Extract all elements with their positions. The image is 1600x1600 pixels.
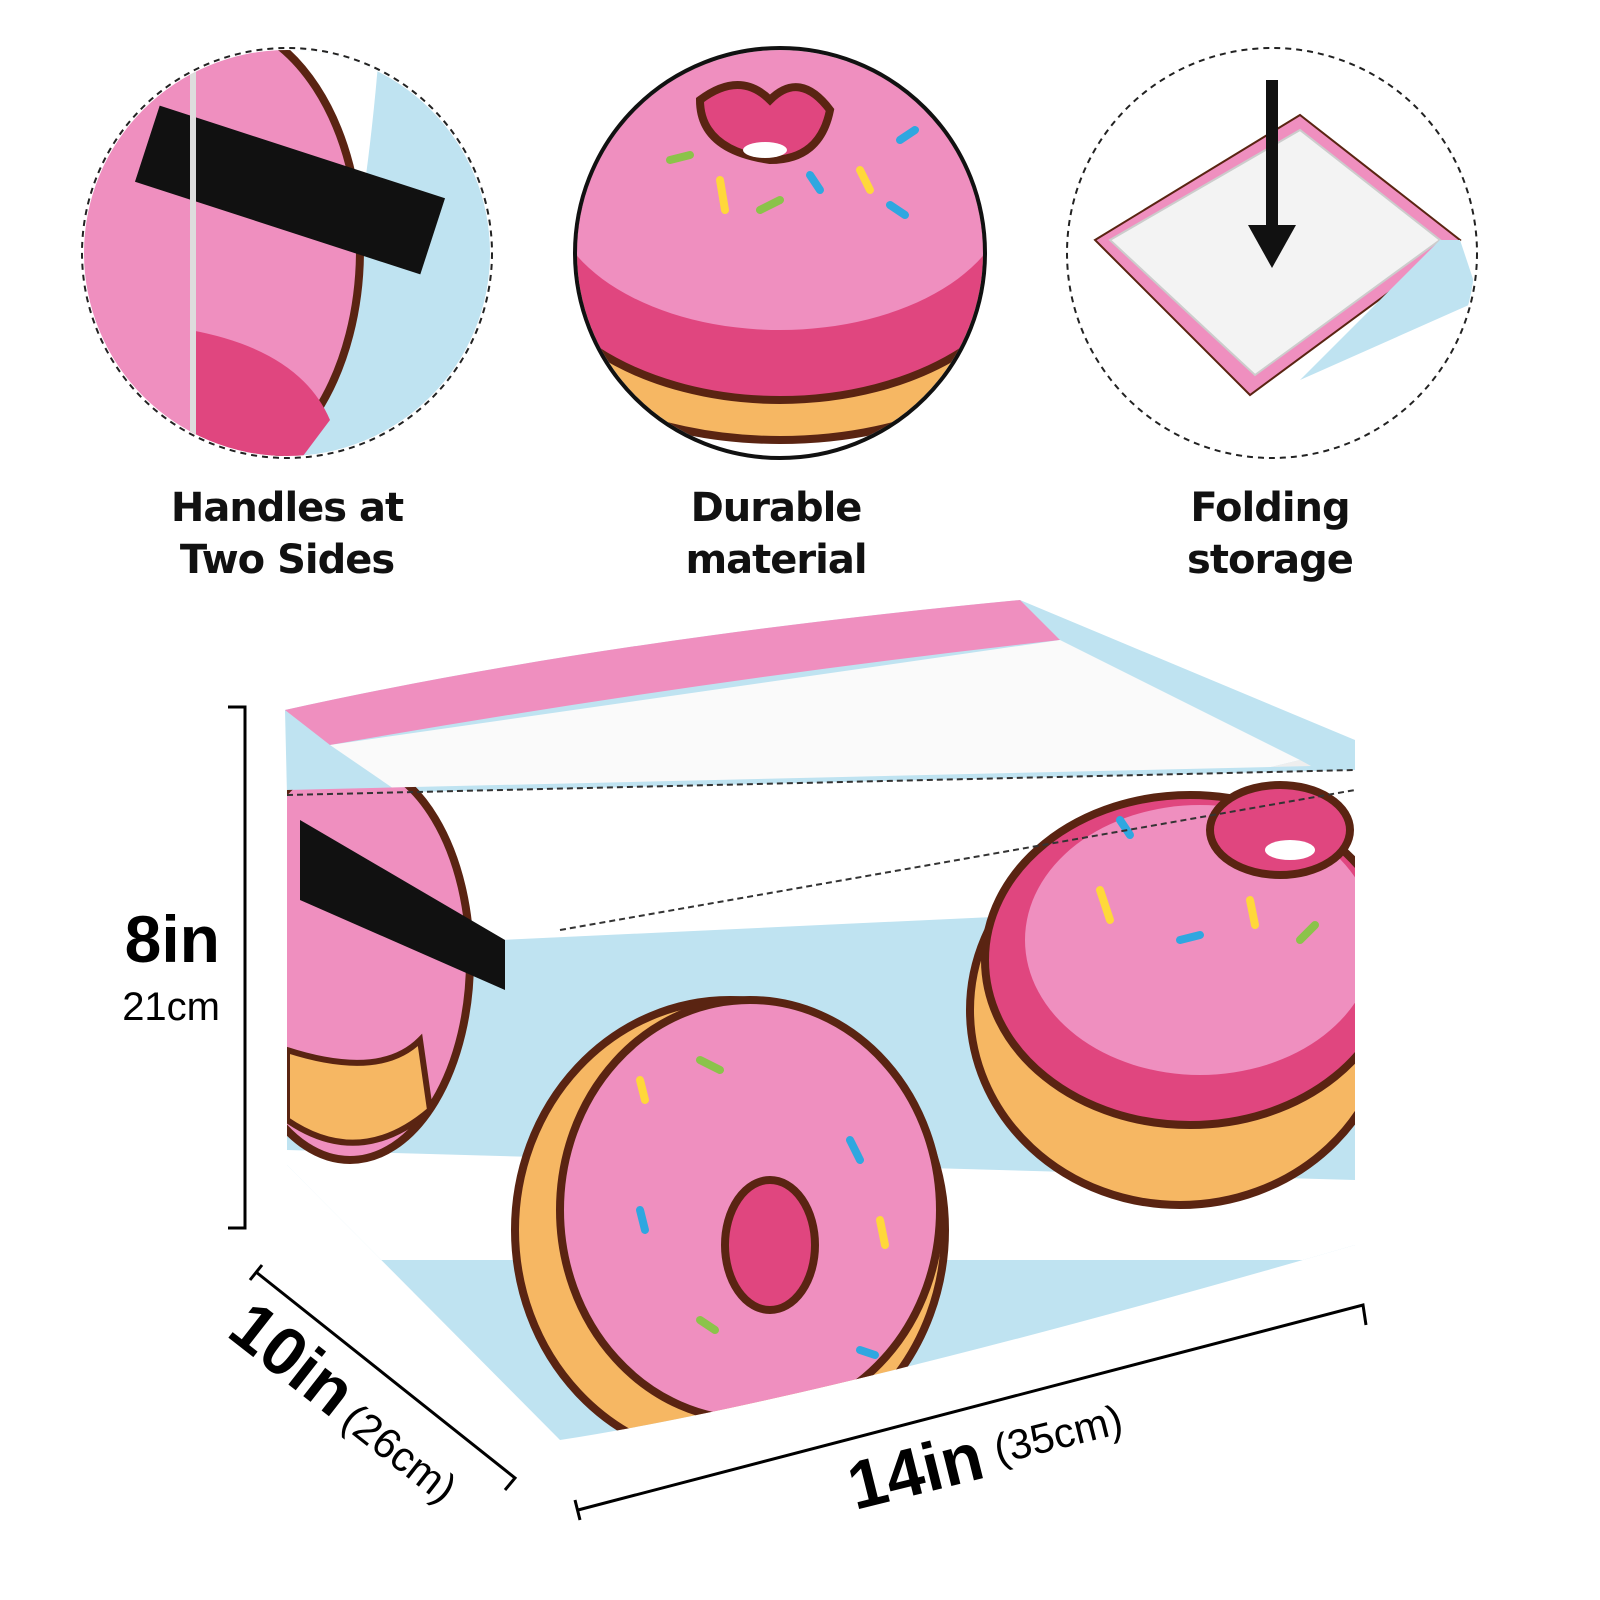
depth-inches: 10in: [216, 1287, 370, 1431]
width-inches: 14in: [840, 1418, 990, 1525]
feature-label-material: Durable material: [576, 482, 976, 586]
height-inches: 8in: [125, 902, 220, 976]
feature-line: Two Sides: [179, 537, 395, 583]
width-cm: (35cm): [989, 1396, 1127, 1473]
handle-detail-image: [81, 47, 493, 459]
handle: [300, 820, 505, 990]
feature-label-handles: Handles at Two Sides: [87, 482, 487, 586]
feature-line: Handles at: [170, 485, 404, 531]
feature-line: Durable: [690, 485, 863, 531]
dashed-circle: [1066, 47, 1478, 459]
feature-line: Folding: [1190, 485, 1350, 531]
depth-cm: (26cm): [334, 1394, 466, 1511]
folding-detail-image: [1066, 47, 1478, 459]
feature-line: storage: [1187, 537, 1354, 583]
feature-line: material: [685, 537, 867, 583]
dashed-circle: [81, 47, 493, 459]
basket-image: [285, 600, 1356, 1440]
dimension-lines: [228, 705, 1368, 1521]
feature-label-folding: Folding storage: [1070, 482, 1470, 586]
height-cm: 21cm: [122, 985, 220, 1029]
material-detail-image: [573, 46, 987, 460]
